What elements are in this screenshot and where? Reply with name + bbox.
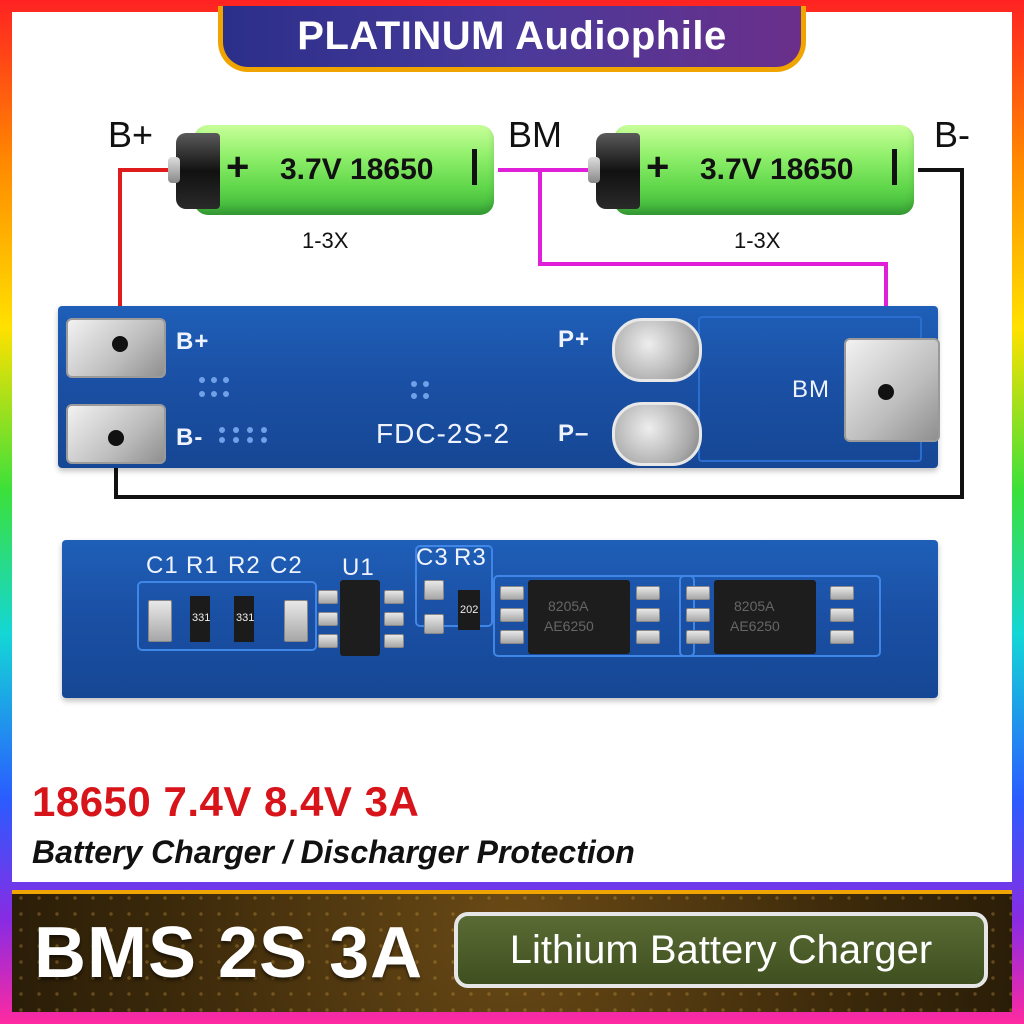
resistor-r2-code: 331	[236, 612, 255, 624]
brand-title: PLATINUM Audiophile	[297, 14, 727, 58]
mosfet-pin	[686, 630, 710, 644]
wire-bminus	[114, 168, 964, 499]
battery-plus-sign: +	[226, 145, 250, 189]
silk-model: FDC-2S-2	[376, 418, 511, 449]
silk-r1: R1	[186, 552, 219, 579]
battery-terminal	[168, 157, 180, 183]
capacitor-c3-pad	[424, 614, 444, 634]
footer-gold-edge	[12, 890, 1012, 894]
battery-label: 3.7V 18650	[280, 153, 434, 186]
mosfet-pin	[636, 586, 660, 600]
silk-c3: C3	[416, 544, 449, 571]
battery-terminal	[588, 157, 600, 183]
pad-pplus	[612, 318, 702, 382]
silk-bplus: B+	[176, 328, 210, 355]
silk-r2: R2	[228, 552, 261, 579]
ic-u1-pin	[318, 590, 338, 604]
silk-u1: U1	[342, 554, 375, 581]
silk-bminus: B-	[176, 424, 204, 451]
pad-bminus-dot	[108, 430, 124, 446]
battery-minus-mark	[892, 149, 897, 185]
silk-c2: C2	[270, 552, 303, 579]
terminal-bplus-label: B+	[108, 114, 154, 155]
battery-1-multiplier: 1-3X	[302, 228, 349, 253]
battery-plus-sign: +	[646, 145, 670, 189]
capacitor-c1	[148, 600, 172, 642]
mosfet-2-line1: 8205A	[734, 598, 775, 614]
mosfet-pin	[636, 608, 660, 622]
resistor-r1-code: 331	[192, 612, 211, 624]
battery-label: 3.7V 18650	[700, 153, 854, 186]
mosfet-pin	[500, 630, 524, 644]
silk-c1: C1	[146, 552, 179, 579]
battery-cap	[596, 133, 640, 209]
silk-pminus: P–	[558, 420, 590, 447]
terminal-bminus-label: B-	[934, 114, 970, 155]
brand-banner: PLATINUM Audiophile	[218, 6, 806, 72]
via-dots	[199, 377, 429, 443]
pcb-bottom-board: C1 R1 R2 C2 U1 C3 R3 331 331 202 8205A A…	[62, 540, 938, 698]
silk-pplus: P+	[558, 326, 591, 353]
spec-headline: 18650 7.4V 8.4V 3A	[32, 778, 420, 825]
mosfet-pin	[830, 586, 854, 600]
resistor-r3: 202	[458, 590, 480, 630]
ic-u1-pin	[384, 612, 404, 626]
battery-cap	[176, 133, 220, 209]
product-name: BMS 2S 3A	[34, 913, 424, 993]
spec-subline: Battery Charger / Discharger Protection	[32, 834, 635, 870]
silk-bm: BM	[792, 376, 830, 403]
mosfet-1-line2: AE6250	[544, 618, 594, 634]
pad-bm-dot	[878, 384, 894, 400]
battery-1: + 3.7V 18650	[168, 125, 496, 215]
ic-u1-pin	[384, 634, 404, 648]
capacitor-c2	[284, 600, 308, 642]
pad-bplus-dot	[112, 336, 128, 352]
mosfet-2: 8205A AE6250	[714, 580, 816, 654]
terminal-bm-label: BM	[508, 114, 562, 155]
ic-u1-pin	[318, 612, 338, 626]
footer-bar: BMS 2S 3A Lithium Battery Charger	[12, 890, 1012, 1012]
wire-bplus	[118, 168, 168, 343]
product-tag-text: Lithium Battery Charger	[509, 927, 933, 972]
mosfet-pin	[686, 608, 710, 622]
pcb-top-board: B+ B- FDC-2S-2 P+ P– BM	[58, 306, 940, 468]
resistor-r2: 331	[234, 596, 254, 642]
mosfet-pin	[686, 586, 710, 600]
mosfet-pin	[636, 630, 660, 644]
battery-minus-mark	[472, 149, 477, 185]
mosfet-pin	[500, 586, 524, 600]
mosfet-2-line2: AE6250	[730, 618, 780, 634]
pad-pminus	[612, 402, 702, 466]
ic-u1	[340, 580, 380, 656]
capacitor-c3	[424, 580, 444, 600]
product-tag: Lithium Battery Charger	[454, 912, 988, 988]
battery-body	[614, 125, 914, 215]
mosfet-pin	[830, 630, 854, 644]
mosfet-pin	[830, 608, 854, 622]
resistor-r3-code: 202	[460, 604, 479, 616]
silk-r3: R3	[454, 544, 487, 571]
battery-2-multiplier: 1-3X	[734, 228, 781, 253]
mosfet-1-line1: 8205A	[548, 598, 589, 614]
battery-2: + 3.7V 18650	[588, 125, 916, 215]
resistor-r1: 331	[190, 596, 210, 642]
mosfet-pin	[500, 608, 524, 622]
battery-body	[194, 125, 494, 215]
mosfet-1: 8205A AE6250	[528, 580, 630, 654]
ic-u1-pin	[318, 634, 338, 648]
ic-u1-pin	[384, 590, 404, 604]
